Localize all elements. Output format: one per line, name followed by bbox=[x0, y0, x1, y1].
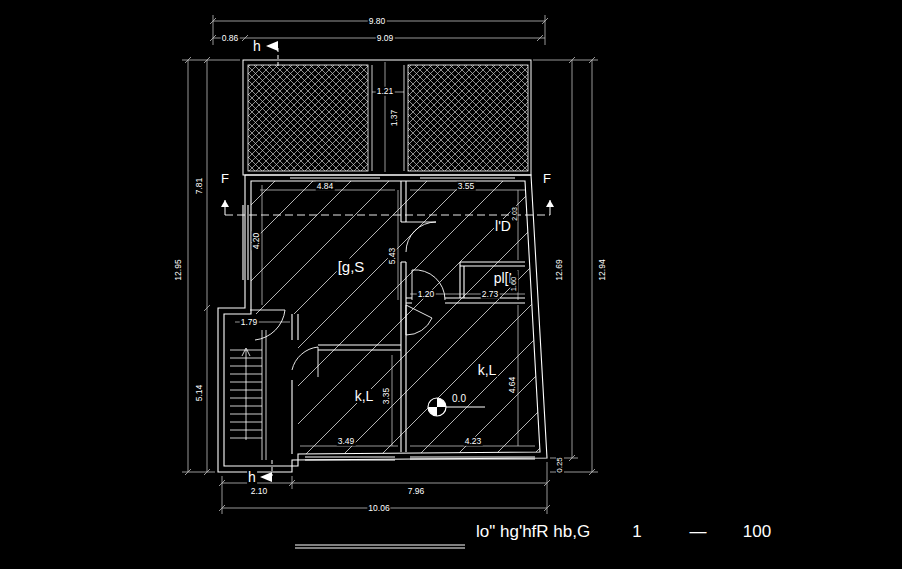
dimension-label: 9.80 bbox=[368, 17, 387, 26]
floor-hatch bbox=[251, 181, 540, 454]
title-underline bbox=[295, 545, 465, 548]
room-label: — bbox=[689, 523, 708, 540]
dimension-label: 1.20 bbox=[417, 290, 436, 299]
dimension-label: 3.55 bbox=[457, 182, 476, 191]
room-label: F bbox=[220, 172, 230, 185]
room-label: l'D bbox=[494, 219, 512, 233]
dimension-label: 7.81 bbox=[195, 177, 204, 196]
dimension-label: 1.37 bbox=[390, 109, 399, 128]
dimension-label: 0.25 bbox=[556, 456, 564, 474]
dimension-label: 0.0 bbox=[451, 394, 467, 404]
room-label: 1 bbox=[631, 523, 642, 540]
dimension-label: 12.95 bbox=[174, 258, 183, 281]
dimension-label: 3.35 bbox=[382, 387, 391, 406]
dimension-label: 1.60 bbox=[510, 276, 518, 293]
stairs bbox=[230, 330, 266, 460]
dimension-label: 9.09 bbox=[376, 34, 395, 43]
dimension-label: 12.94 bbox=[598, 258, 607, 281]
room-label: h bbox=[252, 39, 262, 53]
dimension-label: 1.21 bbox=[376, 87, 395, 96]
room-label: 100 bbox=[742, 523, 772, 540]
section-markers bbox=[221, 41, 554, 482]
room-label: F bbox=[542, 172, 552, 185]
dimension-label: 5.43 bbox=[388, 247, 397, 266]
dimension-label: 2.73 bbox=[481, 290, 500, 299]
dimension-label: 12.69 bbox=[555, 258, 564, 281]
drawing-title: lo" hg'hfR hb,G bbox=[475, 523, 591, 540]
room-label: k,L bbox=[477, 363, 498, 377]
dimension-lines bbox=[182, 15, 598, 514]
room-label: [g,S bbox=[337, 259, 366, 274]
dimension-label: 3.49 bbox=[337, 437, 356, 446]
dimension-label: 10.06 bbox=[367, 504, 390, 513]
dimension-label: 4.23 bbox=[464, 437, 483, 446]
door-swings bbox=[250, 222, 445, 377]
dimension-label: 4.64 bbox=[508, 376, 517, 395]
dimension-label: 2.10 bbox=[250, 487, 269, 496]
dimension-label: 0.86 bbox=[221, 34, 240, 43]
dimension-label: 7.96 bbox=[407, 487, 426, 496]
walls bbox=[218, 175, 547, 472]
dimension-label: 1.79 bbox=[240, 318, 259, 327]
dimension-label: 4.20 bbox=[252, 232, 261, 251]
balcony bbox=[243, 60, 531, 175]
dimension-label: 4.84 bbox=[316, 182, 335, 191]
dimension-label: 5.14 bbox=[195, 384, 204, 403]
room-label: k,L bbox=[354, 389, 375, 403]
room-label: h bbox=[247, 470, 257, 484]
